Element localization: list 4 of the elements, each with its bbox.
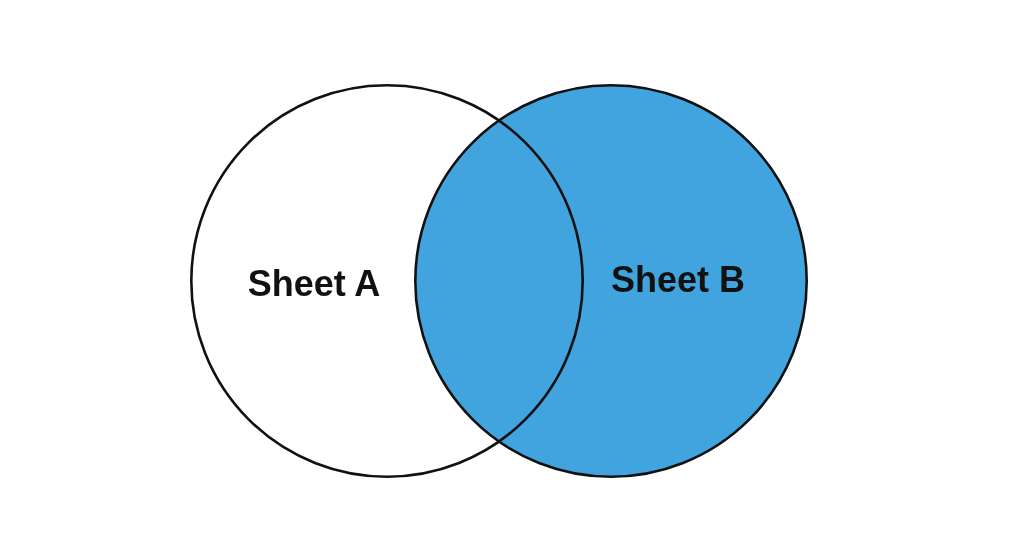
set-label: Sheet A: [247, 264, 381, 304]
venn-circle: [414, 84, 808, 478]
venn-circle: [190, 84, 584, 478]
set-label: Sheet B: [611, 260, 745, 300]
